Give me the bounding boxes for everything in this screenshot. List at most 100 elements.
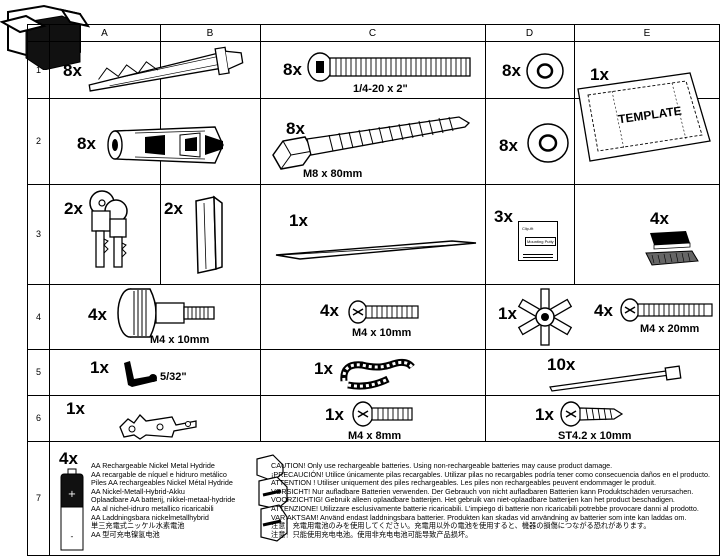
package-text: Mounting Putty [525,237,556,246]
lag-bolt-icon [272,116,471,170]
caution-text: 注意！充電用電池のみを使用してください。充電用以外の電池を使用すると、機器の損傷… [271,521,651,531]
putty-package-icon: Clip-fit Mounting Putty [518,221,558,261]
caution-text: VAR AKTSAM! Använd endast laddningsbara … [271,512,687,522]
column-header-b: B [206,27,214,39]
caution-text: ATTENTION ! Utiliser uniquement des pile… [271,478,656,488]
size-label: 5/32" [160,371,187,383]
row-divider [28,349,719,350]
adhesive-pads-icon [645,231,699,266]
quantity: 8x [286,119,305,138]
battery-name: 単三充電式ニッケル水素電池 [91,521,185,531]
caution-text-list: CAUTION! Only use rechargeable batteries… [271,461,711,539]
quantity: 4x [594,301,613,320]
machine-bolt-icon [307,52,471,82]
row-number: 3 [35,229,41,239]
quantity: 4x [88,305,107,324]
row-number: 1 [35,64,41,75]
quantity: 8x [499,136,518,155]
row-number-divider [49,25,50,555]
column-header-c: C [368,27,377,39]
foam-strip-icon [275,240,477,260]
column-divider [485,25,486,441]
column-divider [260,25,261,441]
wall-anchor-icon [88,46,244,92]
bracket-icon [195,195,223,274]
battery-name: Oplaadbare AA batterij, nikkel-metaal-hy… [91,495,236,505]
size-label: M4 x 10mm [150,334,210,346]
row-divider [28,284,719,285]
quantity: 1x [325,405,344,424]
battery-name: Piles AA rechargeables Nickel Métal Hydr… [91,478,233,488]
quantity: 4x [650,209,669,228]
washer-icon [527,123,569,163]
quantity: 4x [59,449,78,468]
row-number: 4 [35,311,41,322]
quantity: 4x [320,301,339,320]
mounting-plate-icon [119,414,197,440]
svg-text:-: - [71,532,74,541]
spider-bracket-icon [517,288,573,346]
caution-text: 注意！只能使用充电电池。使用非充电电池可能导致产品损坏。 [271,529,473,539]
quantity: 8x [63,61,82,80]
quantity: 2x [64,199,83,218]
screw-icon [352,401,413,427]
quantity: 1x [498,304,517,323]
template-sheet-icon [577,72,711,162]
battery-name: AA recargable de níquel e hidruro metáli… [91,469,227,479]
row-divider [28,184,719,185]
box-icon [0,4,90,70]
screw-icon [620,298,713,322]
keys-icon [89,190,128,268]
label-bullet-icon [149,374,157,382]
row-divider [28,441,719,442]
row-divider [28,98,719,99]
cable-sleeve-icon [340,358,415,390]
row-number: 6 [35,413,41,423]
quantity: 1x [66,399,85,418]
svg-text:+: + [68,489,76,500]
quantity: 2x [164,199,183,218]
hex-key-icon [124,361,157,387]
battery-name-list: AA Rechargeable Nickel Metal Hydride AA … [91,461,236,539]
row-number: 2 [35,136,41,146]
quantity: 10x [547,355,576,374]
caution-text: VOORZICHTIG! Gebruik alleen oplaadbare b… [271,495,675,505]
size-label: M4 x 8mm [348,430,402,442]
caution-text: CAUTION! Only use rechargeable batteries… [271,461,613,470]
caution-icon [256,454,288,542]
size-label: M4 x 10mm [352,327,412,339]
quantity: 8x [502,61,521,80]
cable-tie-icon [549,365,682,392]
quantity: 1x [90,358,109,377]
washer-icon [526,53,564,89]
row-divider [28,395,719,396]
battery-icon: + - [60,468,84,551]
column-divider [574,25,575,284]
size-label: M8 x 80mm [303,168,363,180]
quantity: 1x [590,65,609,84]
column-header-d: D [525,27,534,39]
quantity: 1x [314,359,333,378]
package-text: Clip-fit [522,226,534,231]
quantity: 8x [283,60,302,79]
screw-icon [348,300,419,324]
plastic-anchor-icon [107,126,224,164]
header-divider [28,41,719,42]
battery-name: AA Rechargeable Nickel Metal Hydride [91,461,215,470]
quantity: 1x [535,405,554,424]
parts-grid: A B C D E 1 2 3 4 5 6 7 8x 8x [27,24,720,556]
battery-name: AA Laddningsbara nickelmetallhybrid [91,512,209,522]
column-header-a: A [101,27,108,39]
size-label: M4 x 20mm [640,323,700,335]
size-label: ST4.2 x 10mm [558,430,632,442]
column-header-e: E [643,27,651,39]
battery-name: AA Nickel-Metall-Hybrid-Akku [91,486,185,496]
self-tapping-screw-icon [560,401,624,427]
quantity: 8x [77,134,96,153]
battery-name: AA 型可充电镍氢电池 [91,529,160,539]
quantity: 3x [494,207,513,226]
thumb-screw-icon [117,288,215,338]
row-number: 5 [35,367,41,377]
size-label: 1/4-20 x 2" [353,83,408,95]
caution-text: ¡PRECAUCIÓN! Utilice únicamente pilas re… [271,469,711,479]
